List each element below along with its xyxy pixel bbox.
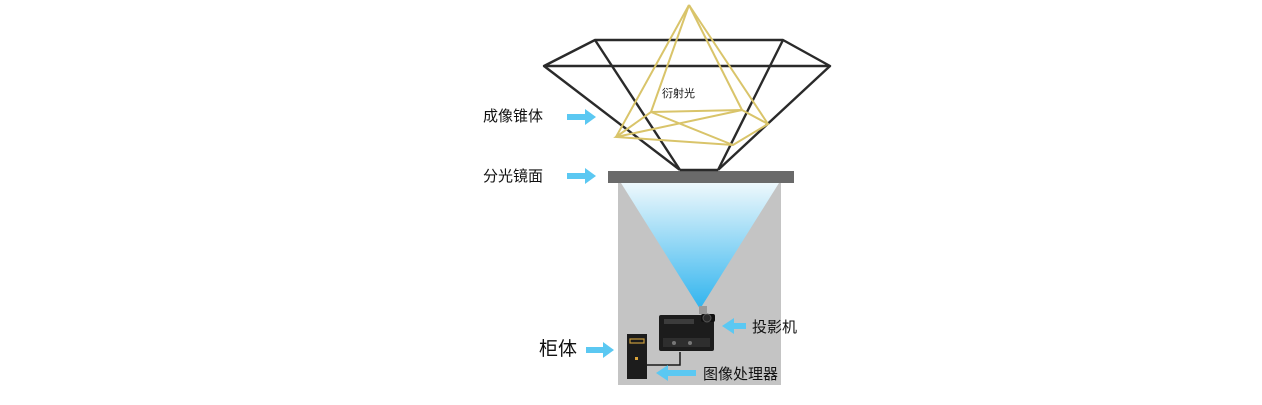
label-cabinet: 柜体 — [539, 338, 577, 360]
imaging-pyramid — [542, 38, 832, 172]
computer-tower-icon — [627, 334, 647, 379]
beam-splitter-mirror — [608, 171, 794, 183]
label-projector: 投影机 — [752, 318, 797, 336]
label-imaging-pyramid: 成像锥体 — [483, 107, 543, 125]
label-image-processor: 图像处理器 — [703, 365, 778, 383]
arrow-icon — [567, 109, 596, 125]
light-beam — [621, 183, 779, 309]
arrow-icon — [567, 168, 596, 184]
arrow-icon — [656, 365, 696, 381]
arrow-icon — [586, 342, 614, 358]
label-diffracted-light: 衍射光 — [662, 86, 695, 100]
projector-icon — [659, 306, 715, 351]
signal-cable — [647, 352, 681, 366]
label-beam-splitter: 分光镜面 — [483, 167, 543, 185]
arrow-icon — [722, 318, 746, 334]
diffracted-light-pyramid — [613, 4, 771, 147]
